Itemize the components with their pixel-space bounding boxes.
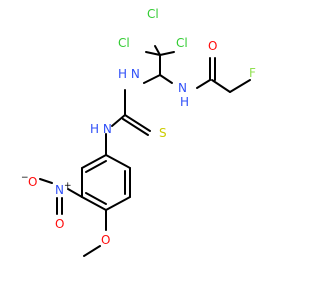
ring-bond-4 — [81, 196, 107, 211]
molecule-structure: Cl Cl Cl N H O F H N S H N O − N + O O — [21, 7, 256, 257]
bond-o-ether-ch3 — [83, 245, 101, 257]
bond-cs-s-a — [124, 114, 151, 132]
atom-n-plus: N — [55, 183, 64, 197]
atom-o-amide: O — [208, 39, 217, 53]
bond-ch-nh-amide — [159, 74, 173, 84]
bond-nh-amide-co — [196, 79, 211, 89]
bond-cc-cl1 — [154, 45, 161, 56]
bond-ch-nh-left — [143, 74, 161, 84]
atom-cl2: Cl — [118, 36, 130, 50]
atom-nh-aryl-h: H — [90, 122, 99, 136]
atom-labels: Cl Cl Cl N H O F H N S H N O − N + O O — [21, 7, 256, 247]
bond-ring-n-plus — [67, 188, 83, 198]
atom-o-nitro: O — [55, 217, 64, 231]
charge-n-plus: + — [64, 181, 72, 191]
atom-nh-left: H N — [118, 67, 140, 81]
ring-bond-4-inner — [85, 192, 107, 205]
atom-nh-left-h: H — [118, 67, 127, 81]
bond-cs-s-b — [122, 118, 149, 136]
bond-co-ch2 — [211, 79, 231, 93]
bonds — [39, 45, 251, 257]
ring-bond-1 — [105, 154, 131, 169]
charge-o-minus: − — [21, 173, 29, 183]
atom-nh-aryl: H N — [90, 122, 112, 136]
ring-bond-6-inner — [85, 160, 107, 173]
bond-cc-cl3 — [159, 51, 175, 56]
bond-n-plus-o-minus — [39, 178, 53, 184]
bond-ch2-f — [229, 79, 251, 93]
bond-cs-nh-aryl — [111, 114, 126, 127]
atom-cl3: Cl — [176, 36, 188, 50]
atom-nh-aryl-n: N — [103, 122, 112, 136]
atom-nh-left-n: N — [131, 67, 140, 81]
atom-s: S — [159, 126, 167, 140]
atom-nh-amide-n: N — [178, 81, 187, 95]
atom-o-ether: O — [101, 233, 110, 247]
atom-nh-amide-h: H — [180, 95, 189, 109]
ring-bond-6 — [81, 154, 107, 169]
atom-cl1: Cl — [147, 7, 159, 21]
atom-f: F — [249, 66, 256, 80]
bond-cc-cl2 — [145, 51, 161, 56]
ring-bond-3 — [105, 196, 131, 211]
atom-o-minus: O — [28, 175, 37, 189]
atom-nh-amide: N H — [178, 81, 191, 109]
